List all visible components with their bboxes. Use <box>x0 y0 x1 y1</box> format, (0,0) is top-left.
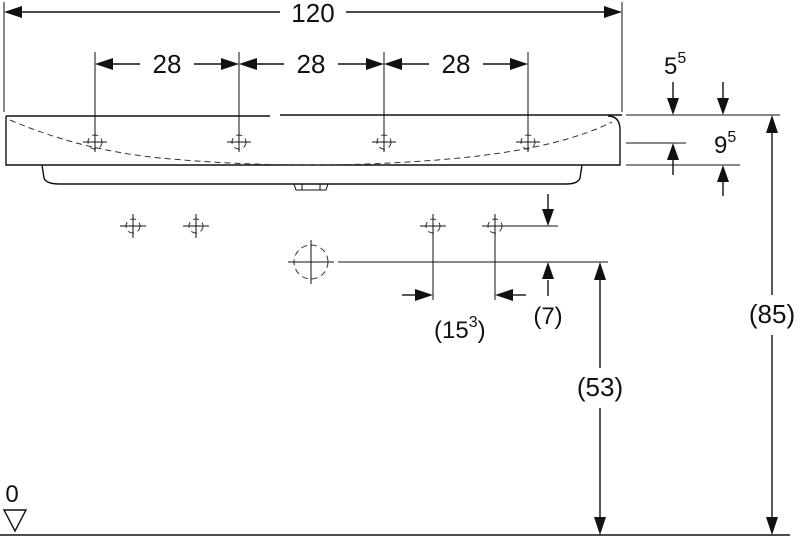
drain-height-label: (53) <box>577 372 623 402</box>
valve-dimensions: (153) (7) <box>402 194 563 344</box>
top-offset-label: 5 <box>664 53 677 80</box>
supply-connections <box>120 214 608 300</box>
tap-holes <box>83 132 540 152</box>
valve-offset-superscript: 3 <box>469 314 478 331</box>
washbasin-outline <box>5 114 622 191</box>
tap-hole-1 <box>83 132 107 152</box>
tap-hole-3 <box>372 132 396 152</box>
svg-text:(153): (153) <box>434 314 486 344</box>
supply-point-1 <box>120 214 146 238</box>
rim-depth-dimensions: 55 95 <box>626 50 780 196</box>
rim-height-dimension: (85) <box>749 115 795 535</box>
tap-hole-4 <box>516 132 540 152</box>
rim-height-label: (85) <box>749 299 795 329</box>
basin-depth-label: 9 <box>714 132 727 159</box>
svg-text:95: 95 <box>714 129 736 159</box>
floor-level-label: 0 <box>5 481 18 508</box>
overall-width-label: 120 <box>291 0 334 28</box>
overall-width-dimension: 120 <box>3 0 623 112</box>
tap-spacing-dimensions: 28 28 28 <box>94 49 529 140</box>
waste-connection <box>288 240 334 284</box>
valve-drop-label: (7) <box>533 303 562 330</box>
floor-level: 0 <box>0 481 790 536</box>
tap-hole-2 <box>227 132 251 152</box>
top-offset-superscript: 5 <box>677 50 686 67</box>
supply-point-2 <box>183 214 209 238</box>
svg-text:55: 55 <box>664 50 686 80</box>
supply-point-3 <box>420 214 446 300</box>
valve-offset-close: ) <box>478 317 486 344</box>
valve-offset-label: (15 <box>434 317 469 344</box>
floor-level-marker <box>2 509 28 533</box>
basin-depth-superscript: 5 <box>727 129 736 146</box>
supply-point-4 <box>482 214 508 300</box>
spacing-label-2: 28 <box>297 49 326 79</box>
drain-height-dimension: (53) <box>577 262 623 535</box>
spacing-label-3: 28 <box>442 49 471 79</box>
spacing-label-1: 28 <box>153 49 182 79</box>
